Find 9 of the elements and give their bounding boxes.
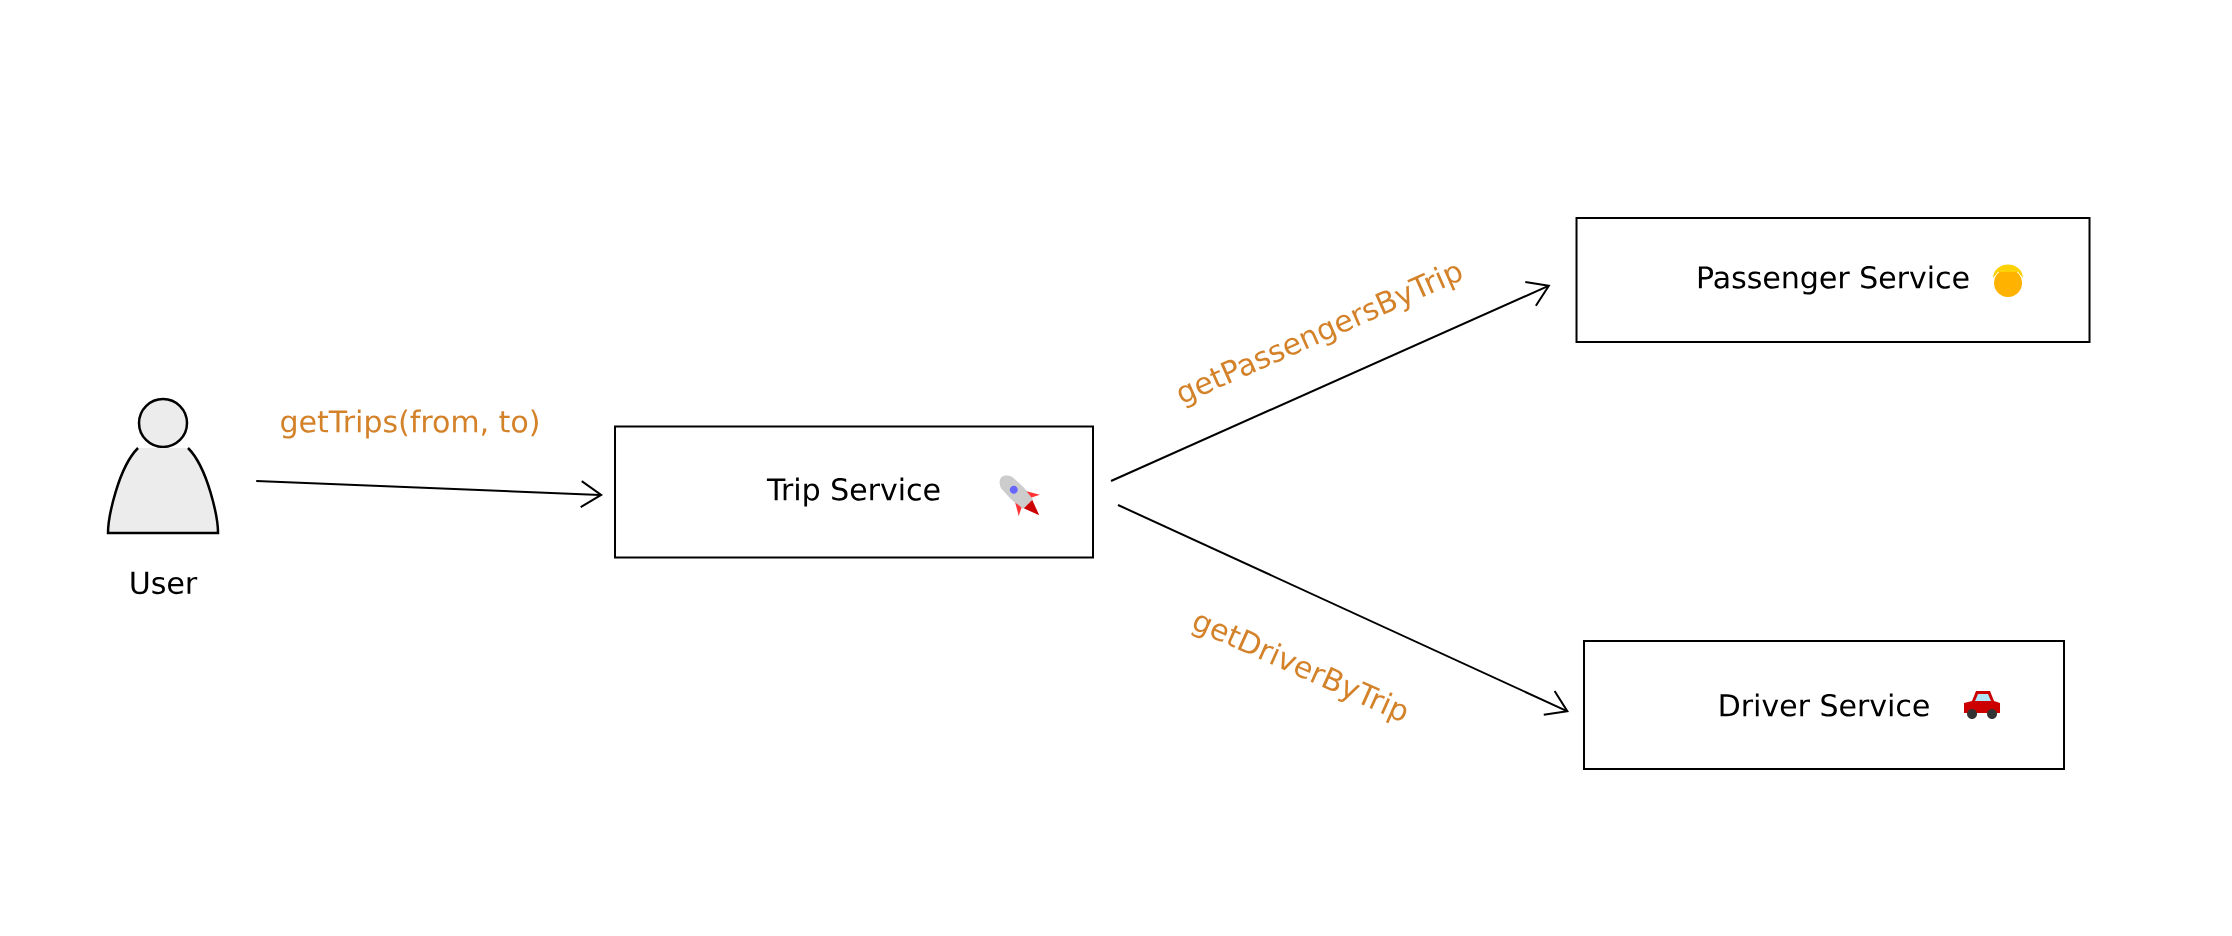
person-drawing xyxy=(106,397,220,535)
arrow xyxy=(1110,281,1551,482)
arrow xyxy=(1117,504,1569,716)
person-label: User xyxy=(131,571,198,595)
service-box: Passenger Service xyxy=(1575,217,2091,343)
edge-label: getTrips(from, to) xyxy=(277,407,543,441)
service-box: Driver Service xyxy=(1583,640,2065,770)
service-box: Trip Service xyxy=(614,425,1094,559)
arrow xyxy=(255,480,603,509)
